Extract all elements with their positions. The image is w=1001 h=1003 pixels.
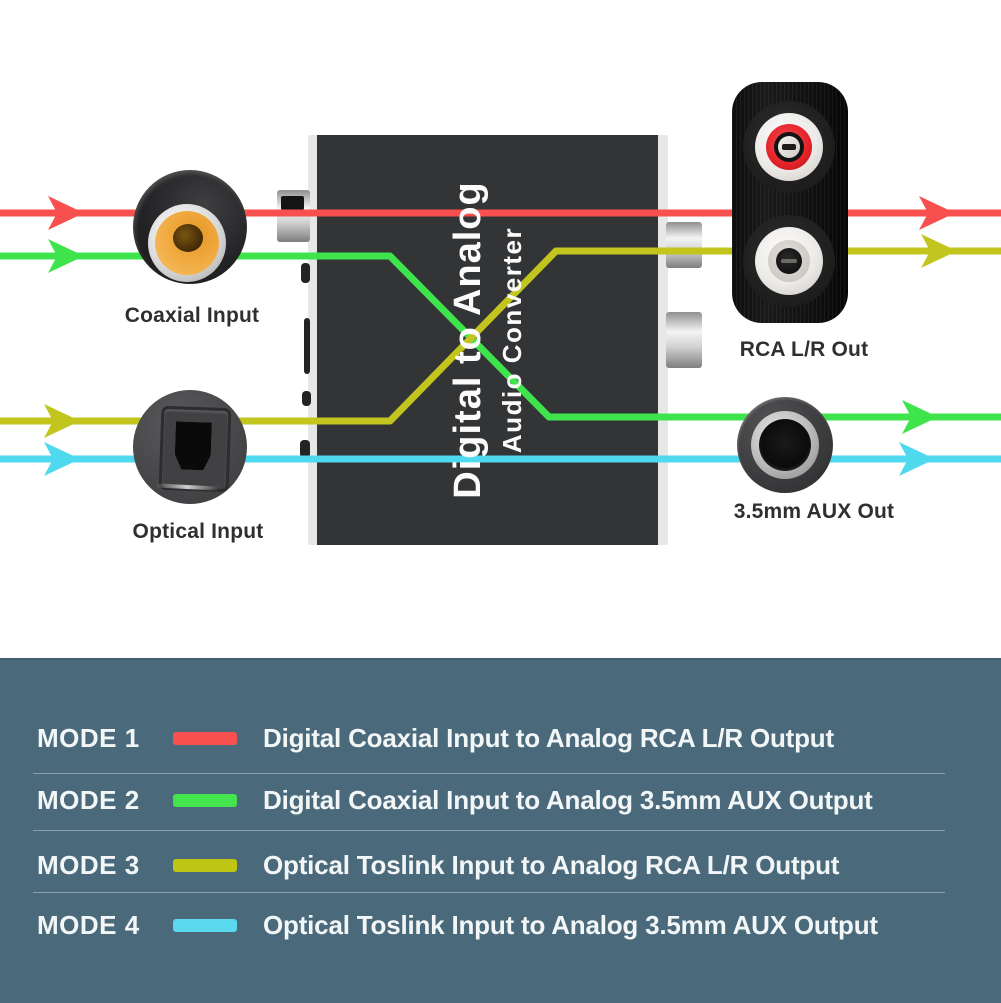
optical-toslink-connector-icon	[133, 390, 247, 504]
mode2-label: MODE 2	[37, 784, 140, 815]
arrow-right-icon	[899, 442, 935, 476]
coaxial-input-label: Coaxial Input	[124, 304, 260, 327]
legend-divider	[33, 830, 945, 831]
mode1-color-swatch	[173, 731, 237, 745]
mode3-color-swatch	[173, 858, 237, 872]
mode4-description: Optical Toslink Input to Analog 3.5mm AU…	[263, 909, 878, 940]
legend-divider	[33, 892, 945, 893]
arrow-right-icon	[921, 234, 957, 268]
mode4-color-swatch	[173, 918, 237, 932]
arrow-right-icon	[44, 404, 80, 438]
mode2-color-swatch	[173, 793, 237, 807]
left-port-nub	[304, 318, 310, 374]
aux-jack-icon	[737, 397, 833, 493]
mode3-description: Optical Toslink Input to Analog RCA L/R …	[263, 849, 840, 880]
coax-center-hole	[173, 224, 203, 252]
coaxial-port-hole	[281, 196, 304, 210]
mode-legend-panel: MODE 1 Digital Coaxial Input to Analog R…	[0, 658, 1001, 1003]
rca-white-jack-hole	[776, 248, 802, 274]
rca-output-panel-icon	[732, 82, 848, 323]
toslink-opening	[174, 421, 212, 470]
rca-red-jack-center	[778, 136, 800, 158]
arrow-right-icon	[48, 196, 84, 230]
rca-white-jack-slot	[781, 259, 797, 263]
dac-front-panel	[317, 135, 658, 545]
mode2-description: Digital Coaxial Input to Analog 3.5mm AU…	[263, 784, 873, 815]
arrow-right-icon	[44, 442, 80, 476]
dac-converter-box	[308, 135, 668, 545]
legend-divider	[33, 773, 945, 774]
legend-row-mode3: MODE 3 Optical Toslink Input to Analog R…	[37, 848, 981, 882]
rca-output-port-left	[666, 312, 702, 368]
signal-paths	[0, 196, 1001, 476]
legend-row-mode1: MODE 1 Digital Coaxial Input to Analog R…	[37, 721, 981, 755]
optical-input-port	[300, 440, 310, 458]
optical-input-label: Optical Input	[132, 520, 264, 543]
mode1-description: Digital Coaxial Input to Analog RCA L/R …	[263, 722, 834, 753]
legend-row-mode4: MODE 4 Optical Toslink Input to Analog 3…	[37, 908, 981, 942]
rca-output-label: RCA L/R Out	[739, 338, 869, 361]
mode3-label: MODE 3	[37, 849, 140, 880]
rca-red-jack-slot	[782, 144, 796, 150]
aux-hole	[759, 419, 811, 471]
mode4-label: MODE 4	[37, 909, 140, 940]
arrow-right-icon	[902, 400, 938, 434]
arrow-right-icon	[919, 196, 955, 230]
arrow-right-icon	[48, 239, 84, 273]
mode1-label: MODE 1	[37, 722, 140, 753]
left-port-nub	[301, 263, 310, 283]
left-port-nub	[302, 391, 311, 406]
coaxial-rca-connector-icon	[133, 170, 247, 284]
rca-output-port-right	[666, 222, 702, 268]
legend-row-mode2: MODE 2 Digital Coaxial Input to Analog 3…	[37, 783, 981, 817]
toslink-port	[158, 405, 232, 493]
aux-output-label: 3.5mm AUX Out	[733, 500, 895, 523]
